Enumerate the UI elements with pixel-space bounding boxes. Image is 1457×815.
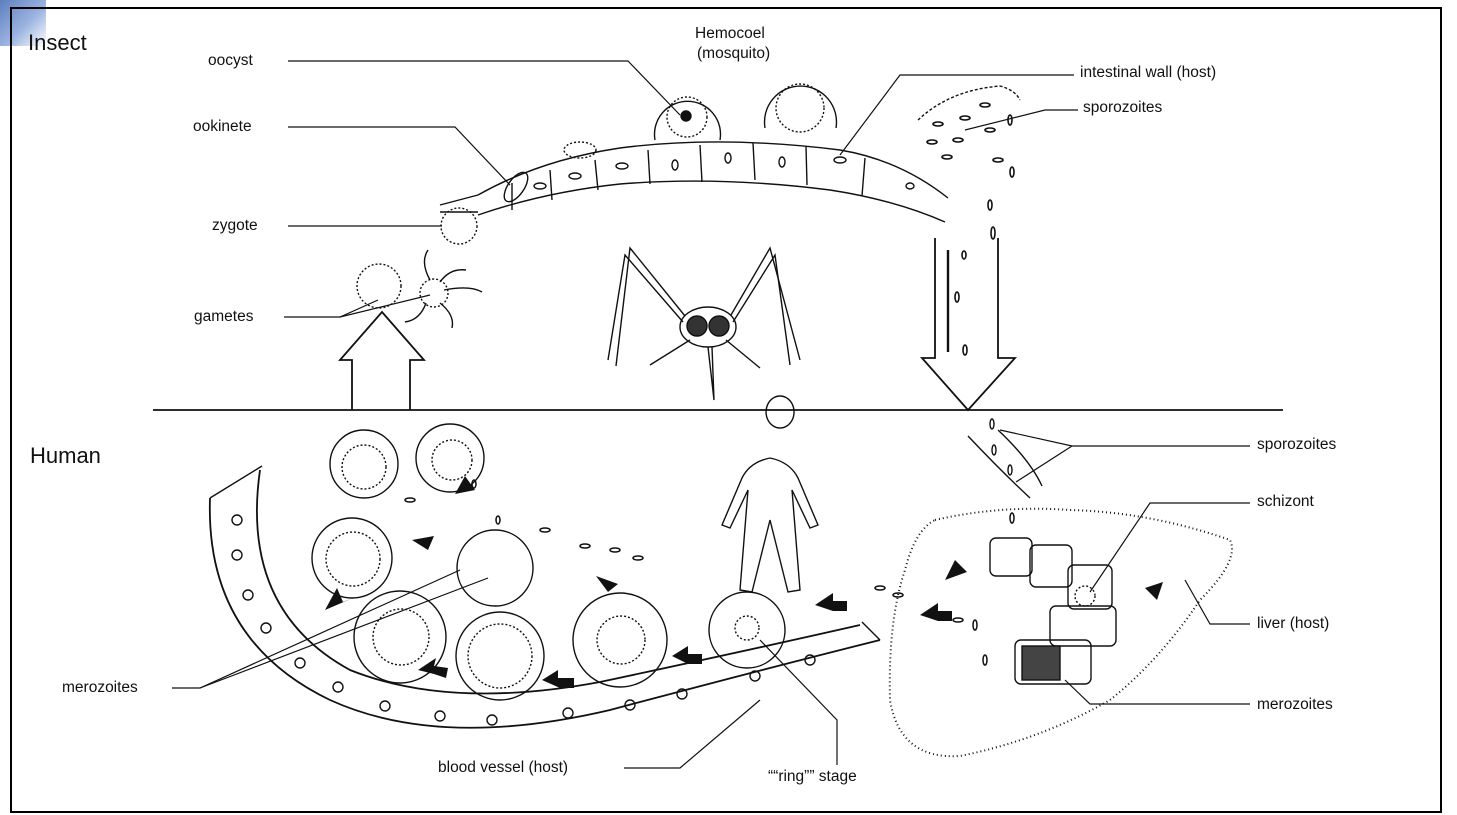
salivary-gland-arc bbox=[918, 86, 1020, 120]
female-gamete-shape bbox=[357, 264, 401, 308]
ring-stage-label: ““ring”” stage bbox=[768, 768, 857, 786]
up-arrow bbox=[340, 312, 424, 410]
schizont-label: schizont bbox=[1257, 493, 1314, 511]
human-figure bbox=[722, 396, 818, 592]
leader-lines bbox=[172, 61, 1250, 768]
intestinal-wall bbox=[440, 142, 948, 222]
merozoites-blood-label: merozoites bbox=[62, 679, 138, 697]
male-gamete-shape bbox=[405, 250, 482, 328]
sporozoites-insect-label: sporozoites bbox=[1083, 99, 1162, 117]
hemocoel-mosquito-label: (mosquito) bbox=[697, 45, 770, 63]
hepatocyte-chain bbox=[990, 538, 1116, 684]
blood-vessel-label: blood vessel (host) bbox=[438, 759, 568, 777]
insect-section-label: Insect bbox=[28, 30, 87, 56]
gametes-label: gametes bbox=[194, 308, 253, 326]
mosquito-drawing bbox=[608, 248, 800, 400]
liver-shape bbox=[890, 509, 1232, 757]
ookinete-label: ookinete bbox=[193, 118, 252, 136]
human-section-label: Human bbox=[30, 443, 101, 469]
sporozoites-human-label: sporozoites bbox=[1257, 436, 1336, 454]
zygote-label: zygote bbox=[212, 217, 258, 235]
oocyst-label: oocyst bbox=[208, 52, 253, 70]
sporozoite-specks-insect bbox=[927, 103, 1014, 355]
hemocoel-label: Hemocoel bbox=[695, 25, 765, 43]
liver-label: liver (host) bbox=[1257, 615, 1329, 633]
merozoites-liver-label: merozoites bbox=[1257, 696, 1333, 714]
zygote-shape bbox=[441, 208, 477, 244]
intestinal-wall-label: intestinal wall (host) bbox=[1080, 64, 1216, 82]
blood-vessel bbox=[210, 466, 880, 728]
down-arrow bbox=[922, 238, 1015, 410]
infected-rbc-stages bbox=[312, 424, 785, 700]
